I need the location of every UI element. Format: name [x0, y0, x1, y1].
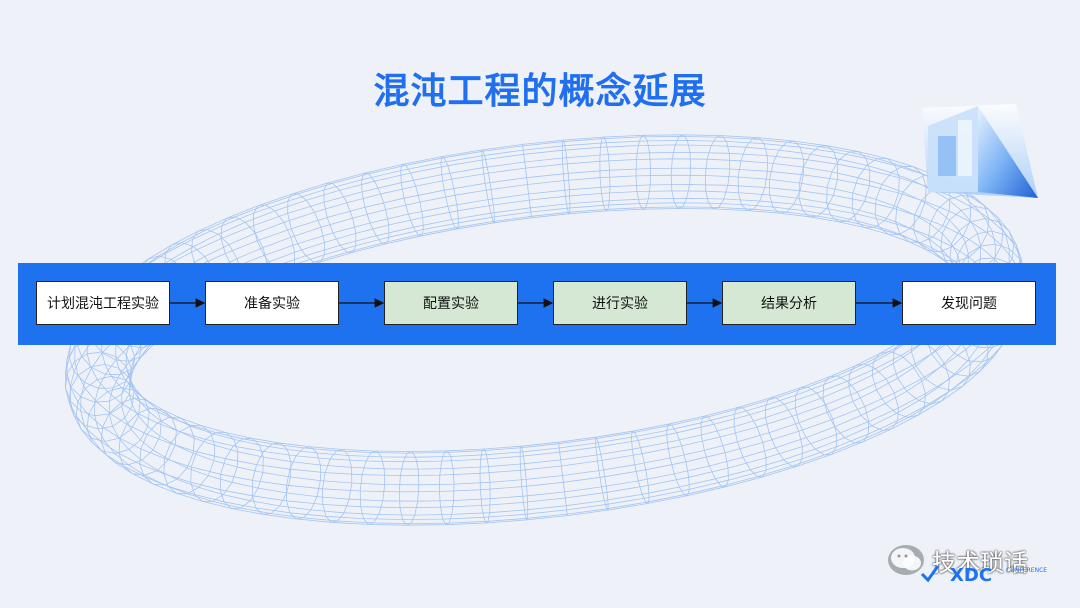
step-analyze-results: 结果分析 — [722, 281, 856, 325]
step-prepare-experiment: 准备实验 — [205, 281, 339, 325]
step-find-issues: 发现问题 — [902, 281, 1036, 325]
wechat-icon — [888, 545, 924, 575]
xdc-conference-logo: XDC CONFERENCE — [920, 565, 1047, 586]
watermark: 技术琐话 — [888, 540, 1028, 580]
slide-title: 混沌工程的概念延展 — [373, 71, 707, 112]
logo-text: XDC — [950, 565, 992, 586]
process-band — [18, 263, 1056, 345]
step-run-experiment: 进行实验 — [553, 281, 687, 325]
logo-subtext: CONFERENCE — [1006, 567, 1047, 574]
prism-decoration — [922, 104, 1038, 198]
step-configure-experiment: 配置实验 — [384, 281, 518, 325]
watermark-text: 技术琐话 — [932, 548, 1028, 577]
step-plan-experiment: 计划混沌工程实验 — [36, 281, 170, 325]
